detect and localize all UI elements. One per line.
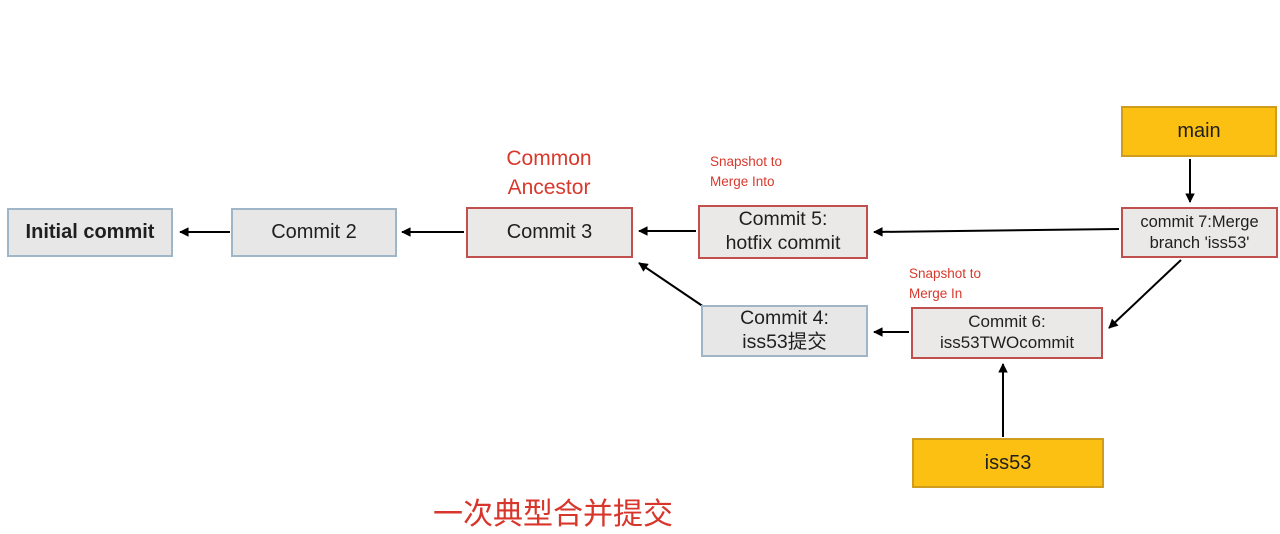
annotation-snapshot-merge-into-line1: Snapshot to — [710, 154, 783, 169]
node-branch-main-label: main — [1177, 120, 1221, 143]
annotation-snapshot-merge-into: Snapshot to Merge Into — [710, 152, 782, 192]
node-branch-iss53-label: iss53 — [984, 451, 1032, 474]
node-branch-iss53: iss53 — [912, 438, 1104, 488]
node-commit-3-label: Commit 3 — [506, 221, 593, 244]
annotation-snapshot-merge-in-line1: Snapshot to — [909, 266, 982, 281]
node-commit-5-line1: Commit 5: — [738, 208, 828, 231]
node-commit-7-line1: commit 7:Merge — [1140, 213, 1259, 232]
node-commit-2-label: Commit 2 — [271, 221, 357, 244]
node-commit-7-line2: branch 'iss53' — [1149, 233, 1250, 252]
arrow-commit4-to-commit3 — [638, 262, 705, 308]
node-commit-4-line1: Commit 4: — [740, 307, 829, 330]
node-initial-commit-label: Initial commit — [25, 221, 155, 244]
node-commit-6-line1: Commit 6: — [968, 312, 1046, 332]
node-commit-5: Commit 5: hotfix commit — [698, 205, 868, 259]
node-initial-commit: Initial commit — [7, 208, 173, 257]
annotation-snapshot-merge-in-line2: Merge In — [909, 286, 963, 301]
node-commit-6: Commit 6: iss53TWOcommit — [911, 307, 1103, 359]
node-commit-2: Commit 2 — [231, 208, 397, 257]
arrow-commit7-to-commit5 — [873, 227, 1120, 237]
diagram-title: 一次典型合并提交 — [433, 498, 673, 531]
annotation-common-ancestor-line1: Common — [506, 147, 592, 170]
node-commit-4-line2: iss53提交 — [742, 331, 827, 353]
node-commit-7: commit 7:Merge branch 'iss53' — [1121, 207, 1278, 258]
node-commit-4: Commit 4: iss53提交 — [701, 305, 868, 357]
node-commit-5-line2: hotfix commit — [725, 232, 841, 254]
node-commit-6-line2: iss53TWOcommit — [939, 333, 1075, 352]
node-branch-main: main — [1121, 106, 1277, 157]
annotation-common-ancestor: Common Ancestor — [464, 144, 634, 202]
node-commit-3: Commit 3 — [466, 207, 633, 258]
arrow-commit7-to-commit6 — [1108, 259, 1182, 329]
annotation-snapshot-merge-in: Snapshot to Merge In — [909, 264, 981, 304]
annotation-snapshot-merge-into-line2: Merge Into — [710, 174, 775, 189]
annotation-common-ancestor-line2: Ancestor — [507, 176, 591, 199]
